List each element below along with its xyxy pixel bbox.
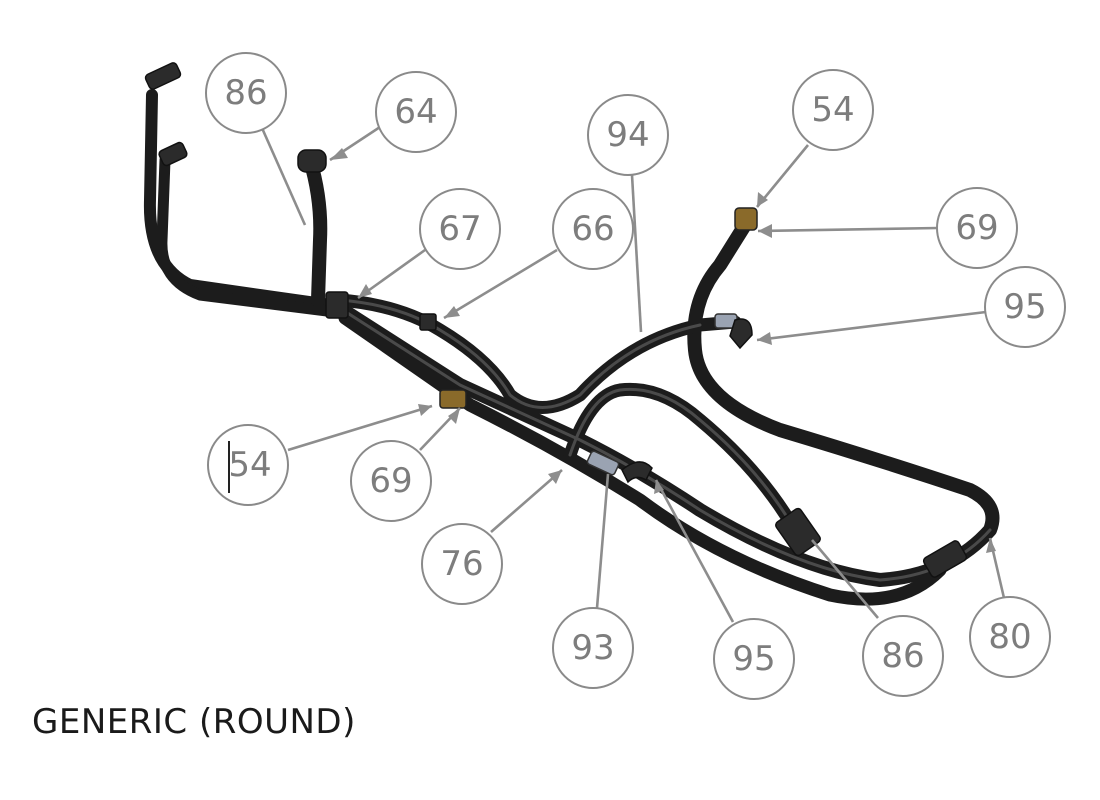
balloon-label: 80: [988, 617, 1031, 657]
balloon-69-right[interactable]: 69: [936, 187, 1018, 269]
fitting-elbow-95: [621, 461, 653, 484]
leader-86a: [260, 127, 307, 226]
leader-95a: [756, 310, 987, 342]
arrowhead-54b: [418, 404, 432, 416]
fitting-clamp-67: [325, 291, 349, 319]
arrowhead-66: [444, 306, 460, 318]
leader-93: [595, 473, 610, 609]
arrowhead-95a: [757, 332, 772, 345]
text-cursor: [228, 441, 230, 493]
balloon-label: 64: [394, 92, 437, 132]
balloon-76[interactable]: 76: [421, 523, 503, 605]
balloon-label: 95: [732, 639, 775, 679]
balloon-64[interactable]: 64: [375, 71, 457, 153]
hose-left-second: [156, 154, 341, 318]
arrowhead-76: [548, 470, 562, 484]
leader-95b: [654, 479, 735, 623]
balloon-label: 93: [571, 628, 614, 668]
arrowhead-67: [358, 284, 372, 298]
arrowhead-69b: [448, 408, 460, 424]
arrowhead-95b: [654, 480, 664, 494]
balloon-67[interactable]: 67: [419, 188, 501, 270]
fitting-left-second: [158, 141, 188, 167]
balloon-label: 94: [606, 115, 649, 155]
balloon-94[interactable]: 94: [587, 94, 669, 176]
fitting-clamp-80: [922, 540, 968, 578]
leader-76: [490, 469, 563, 533]
leader-94: [630, 174, 643, 333]
balloon-label: 67: [438, 209, 481, 249]
balloon-66[interactable]: 66: [552, 188, 634, 270]
leader-lines: [260, 125, 1006, 623]
leader-54b: [287, 404, 433, 452]
balloon-86-top[interactable]: 86: [205, 52, 287, 134]
balloon-93[interactable]: 93: [552, 607, 634, 689]
balloon-label: 69: [369, 461, 412, 501]
balloon-label: 54: [228, 445, 271, 485]
hose-vertical-64: [303, 153, 328, 307]
hose-lower-run: [338, 311, 947, 606]
balloon-label: 86: [224, 73, 267, 113]
balloon-80[interactable]: 80: [969, 596, 1051, 678]
fitting-tee-54: [439, 389, 467, 409]
balloon-label: 95: [1003, 287, 1046, 327]
balloon-69-left[interactable]: 69: [350, 440, 432, 522]
fitting-top-left: [144, 62, 182, 90]
arrowhead-80: [986, 538, 996, 553]
fitting-clamp-66: [419, 313, 437, 331]
balloon-label: 86: [881, 636, 924, 676]
leader-86b: [811, 539, 879, 619]
arrowhead-54a: [757, 192, 768, 207]
arrowhead-69a: [758, 224, 772, 238]
arrowhead-64: [330, 148, 348, 160]
balloon-label: 66: [571, 209, 614, 249]
balloon-label: 54: [811, 90, 854, 130]
fitting-elbow-right-95: [729, 318, 753, 350]
leader-54a: [755, 144, 810, 208]
leader-arrowheads: [330, 148, 996, 553]
balloon-54-left[interactable]: 54: [207, 424, 289, 506]
leader-69a: [757, 226, 939, 233]
hose-assembly: [143, 62, 1000, 606]
balloon-label: 69: [955, 208, 998, 248]
fitting-hose-end-86: [775, 507, 821, 557]
balloon-86-bottom[interactable]: 86: [862, 615, 944, 697]
fitting-hose-end-64: [297, 149, 327, 173]
balloon-54-top-right[interactable]: 54: [792, 69, 874, 151]
leader-66: [443, 248, 558, 320]
fitting-top-right-54: [734, 207, 758, 231]
balloon-95-bottom[interactable]: 95: [713, 618, 795, 700]
balloon-label: 76: [440, 544, 483, 584]
fitting-coupler-93: [586, 450, 620, 476]
balloon-95-right[interactable]: 95: [984, 266, 1066, 348]
view-label: GENERIC (ROUND): [32, 702, 356, 742]
